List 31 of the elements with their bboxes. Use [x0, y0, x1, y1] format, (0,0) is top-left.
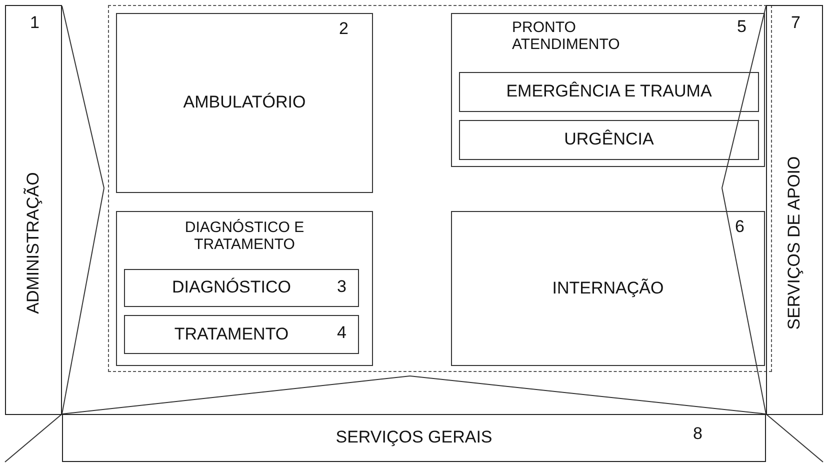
area-name: AMBULATÓRIO: [183, 94, 306, 112]
area-number: 6: [735, 218, 744, 237]
area-name: DIAGNÓSTICO: [172, 278, 291, 298]
area-name: URGÊNCIA: [564, 130, 654, 150]
area-name: EMERGÊNCIA E TRAUMA: [506, 82, 712, 102]
area-number: 5: [737, 18, 746, 37]
area-name: INTERNAÇÃO: [552, 279, 664, 298]
department-panel: [766, 5, 823, 415]
unit-box: [124, 269, 359, 307]
department-panel: [62, 414, 766, 462]
department-box: [116, 211, 373, 366]
area-name: SERVIÇOS DE APOIO: [785, 156, 804, 330]
department-box: [116, 13, 373, 193]
area-number: 1: [30, 14, 40, 33]
unit-box: [124, 315, 359, 354]
area-number: 3: [337, 278, 346, 297]
area-number: 7: [791, 14, 800, 33]
area-number: 4: [337, 324, 346, 343]
department-panel: [5, 5, 62, 415]
area-name: ADMINISTRAÇÃO: [24, 172, 43, 314]
area-number: 8: [693, 425, 702, 444]
area-name: PRONTO ATENDIMENTO: [512, 20, 621, 53]
area-name: TRATAMENTO: [174, 325, 289, 344]
department-box: [451, 211, 765, 366]
area-name: SERVIÇOS GERAIS: [336, 428, 492, 448]
area-name: DIAGNÓSTICO E TRATAMENTO: [184, 220, 306, 253]
unit-box: [459, 120, 759, 160]
unit-box: [459, 72, 759, 112]
department-box: [451, 13, 765, 167]
zone-outline: [108, 5, 772, 372]
area-number: 2: [339, 20, 348, 39]
